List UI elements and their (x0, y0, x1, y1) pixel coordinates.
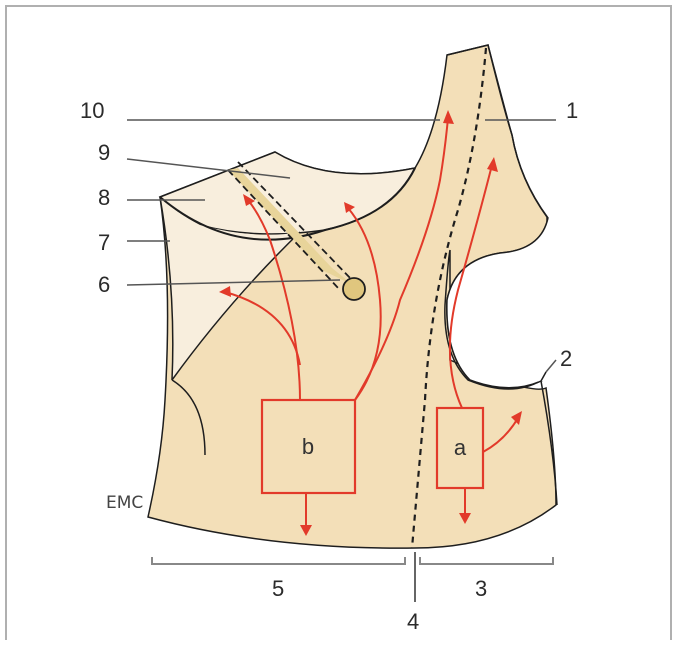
foramen-circle (343, 278, 365, 300)
label-1: 1 (566, 98, 578, 123)
bracket-3 (420, 557, 553, 564)
box-b-label: b (302, 434, 314, 459)
label-7: 7 (98, 230, 110, 255)
label-3: 3 (475, 576, 487, 601)
label-8: 8 (98, 185, 110, 210)
label-6: 6 (98, 272, 110, 297)
label-5: 5 (272, 576, 284, 601)
label-10: 10 (80, 98, 104, 123)
label-2: 2 (560, 346, 572, 371)
box-a-label: a (454, 435, 467, 460)
emc-logo: EMC (106, 493, 143, 513)
label-9: 9 (98, 140, 110, 165)
label-4: 4 (407, 609, 419, 634)
bracket-5 (152, 557, 405, 564)
